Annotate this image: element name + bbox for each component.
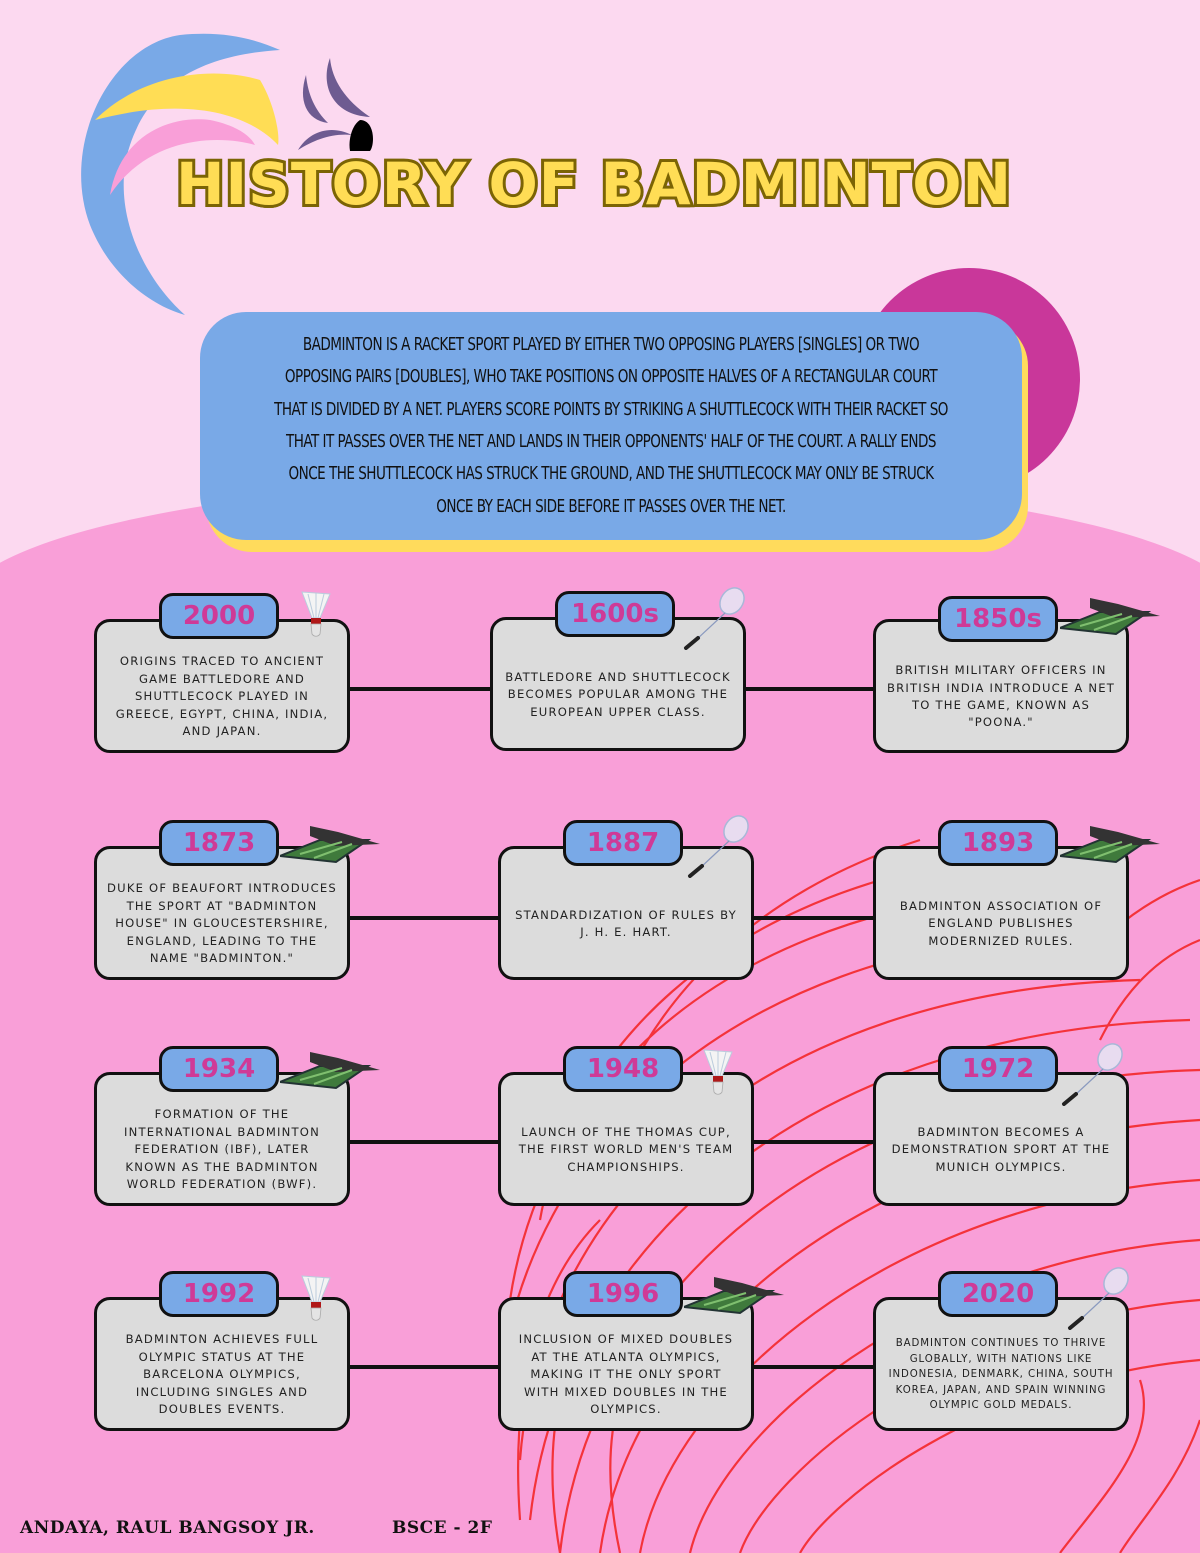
event-text: Launch of the Thomas Cup, the first worl… bbox=[518, 1124, 734, 1174]
timeline-card-1996: Inclusion of mixed doubles at the Atlant… bbox=[498, 1297, 754, 1431]
year-badge: 1992 bbox=[159, 1271, 279, 1317]
year-badge: 1948 bbox=[563, 1046, 683, 1092]
timeline-card-2020: Badminton continues to thrive globally, … bbox=[873, 1297, 1129, 1431]
timeline-card-1893: Badminton Association of England publish… bbox=[873, 846, 1129, 980]
year-badge: 2020 bbox=[938, 1271, 1058, 1317]
event-text: Origins traced to ancient game battledor… bbox=[115, 654, 329, 739]
timeline-card-2000: Origins traced to ancient game battledor… bbox=[94, 619, 350, 753]
event-text: Badminton achieves full Olympic status a… bbox=[125, 1332, 319, 1417]
timeline-connector bbox=[750, 1365, 876, 1369]
year-badge: 1873 bbox=[159, 820, 279, 866]
class-section: BSCE - 2F bbox=[392, 1518, 493, 1538]
shuttlecock-icon bbox=[301, 1275, 331, 1321]
timeline-connector bbox=[742, 687, 876, 691]
year-badge: 1893 bbox=[938, 820, 1058, 866]
court-net-icon bbox=[1060, 598, 1160, 636]
timeline-connector bbox=[750, 916, 876, 920]
feather-3 bbox=[298, 130, 352, 150]
shuttlecock-swoosh-logo bbox=[81, 33, 373, 316]
event-text: Inclusion of mixed doubles at the Atlant… bbox=[518, 1332, 734, 1417]
feather-1 bbox=[326, 58, 370, 117]
shuttle-cork bbox=[349, 120, 373, 151]
shuttlecock-icon bbox=[301, 591, 331, 637]
feather-2 bbox=[302, 75, 328, 123]
timeline-card-1992: Badminton achieves full Olympic status a… bbox=[94, 1297, 350, 1431]
event-text: Standardization of rules by J. H. E. Har… bbox=[515, 907, 737, 939]
court-net-icon bbox=[280, 826, 380, 864]
year-badge: 1972 bbox=[938, 1046, 1058, 1092]
court-net-icon bbox=[280, 1052, 380, 1090]
event-text: British military officers in British Ind… bbox=[886, 663, 1116, 730]
shuttlecock-icon bbox=[703, 1049, 733, 1095]
timeline-card-1600s: Battledore and shuttlecock becomes popul… bbox=[490, 617, 746, 751]
event-text: Battledore and shuttlecock becomes popul… bbox=[505, 669, 731, 719]
racket-icon bbox=[1062, 1043, 1123, 1106]
event-text: Badminton continues to thrive globally, … bbox=[888, 1338, 1114, 1412]
pink-swoosh bbox=[110, 119, 255, 195]
timeline-connector bbox=[750, 1140, 876, 1144]
racket-icon bbox=[1068, 1267, 1129, 1330]
year-badge: 2000 bbox=[159, 593, 279, 639]
page-title: HISTORY OF BADMINTON bbox=[173, 147, 1014, 221]
timeline-connector bbox=[346, 1140, 500, 1144]
event-text: Duke of Beaufort introduces the sport at… bbox=[107, 881, 337, 966]
racket-icon bbox=[688, 815, 749, 878]
timeline-connector bbox=[346, 916, 500, 920]
intro-box: Badminton is a racket sport played by ei… bbox=[200, 312, 1022, 540]
year-badge: 1600s bbox=[555, 591, 675, 637]
yellow-swoosh bbox=[95, 73, 279, 145]
year-badge: 1996 bbox=[563, 1271, 683, 1317]
author-name: ANDAYA, RAUL BANGSOY JR. bbox=[20, 1518, 315, 1538]
timeline-card-1934: Formation of the International Badminton… bbox=[94, 1072, 350, 1206]
event-text: Formation of the International Badminton… bbox=[123, 1107, 321, 1192]
court-net-icon bbox=[684, 1277, 784, 1315]
timeline-connector bbox=[346, 1365, 500, 1369]
event-text: Badminton becomes a demonstration sport … bbox=[891, 1124, 1111, 1174]
timeline-card-1873: Duke of Beaufort introduces the sport at… bbox=[94, 846, 350, 980]
timeline-card-1972: Badminton becomes a demonstration sport … bbox=[873, 1072, 1129, 1206]
timeline-connector bbox=[346, 687, 492, 691]
court-net-icon bbox=[1060, 826, 1160, 864]
racket-icon bbox=[684, 587, 745, 650]
year-badge: 1887 bbox=[563, 820, 683, 866]
intro-text: Badminton is a racket sport played by ei… bbox=[274, 335, 948, 517]
year-badge: 1850s bbox=[938, 596, 1058, 642]
year-badge: 1934 bbox=[159, 1046, 279, 1092]
event-text: Badminton Association of England publish… bbox=[899, 898, 1103, 948]
